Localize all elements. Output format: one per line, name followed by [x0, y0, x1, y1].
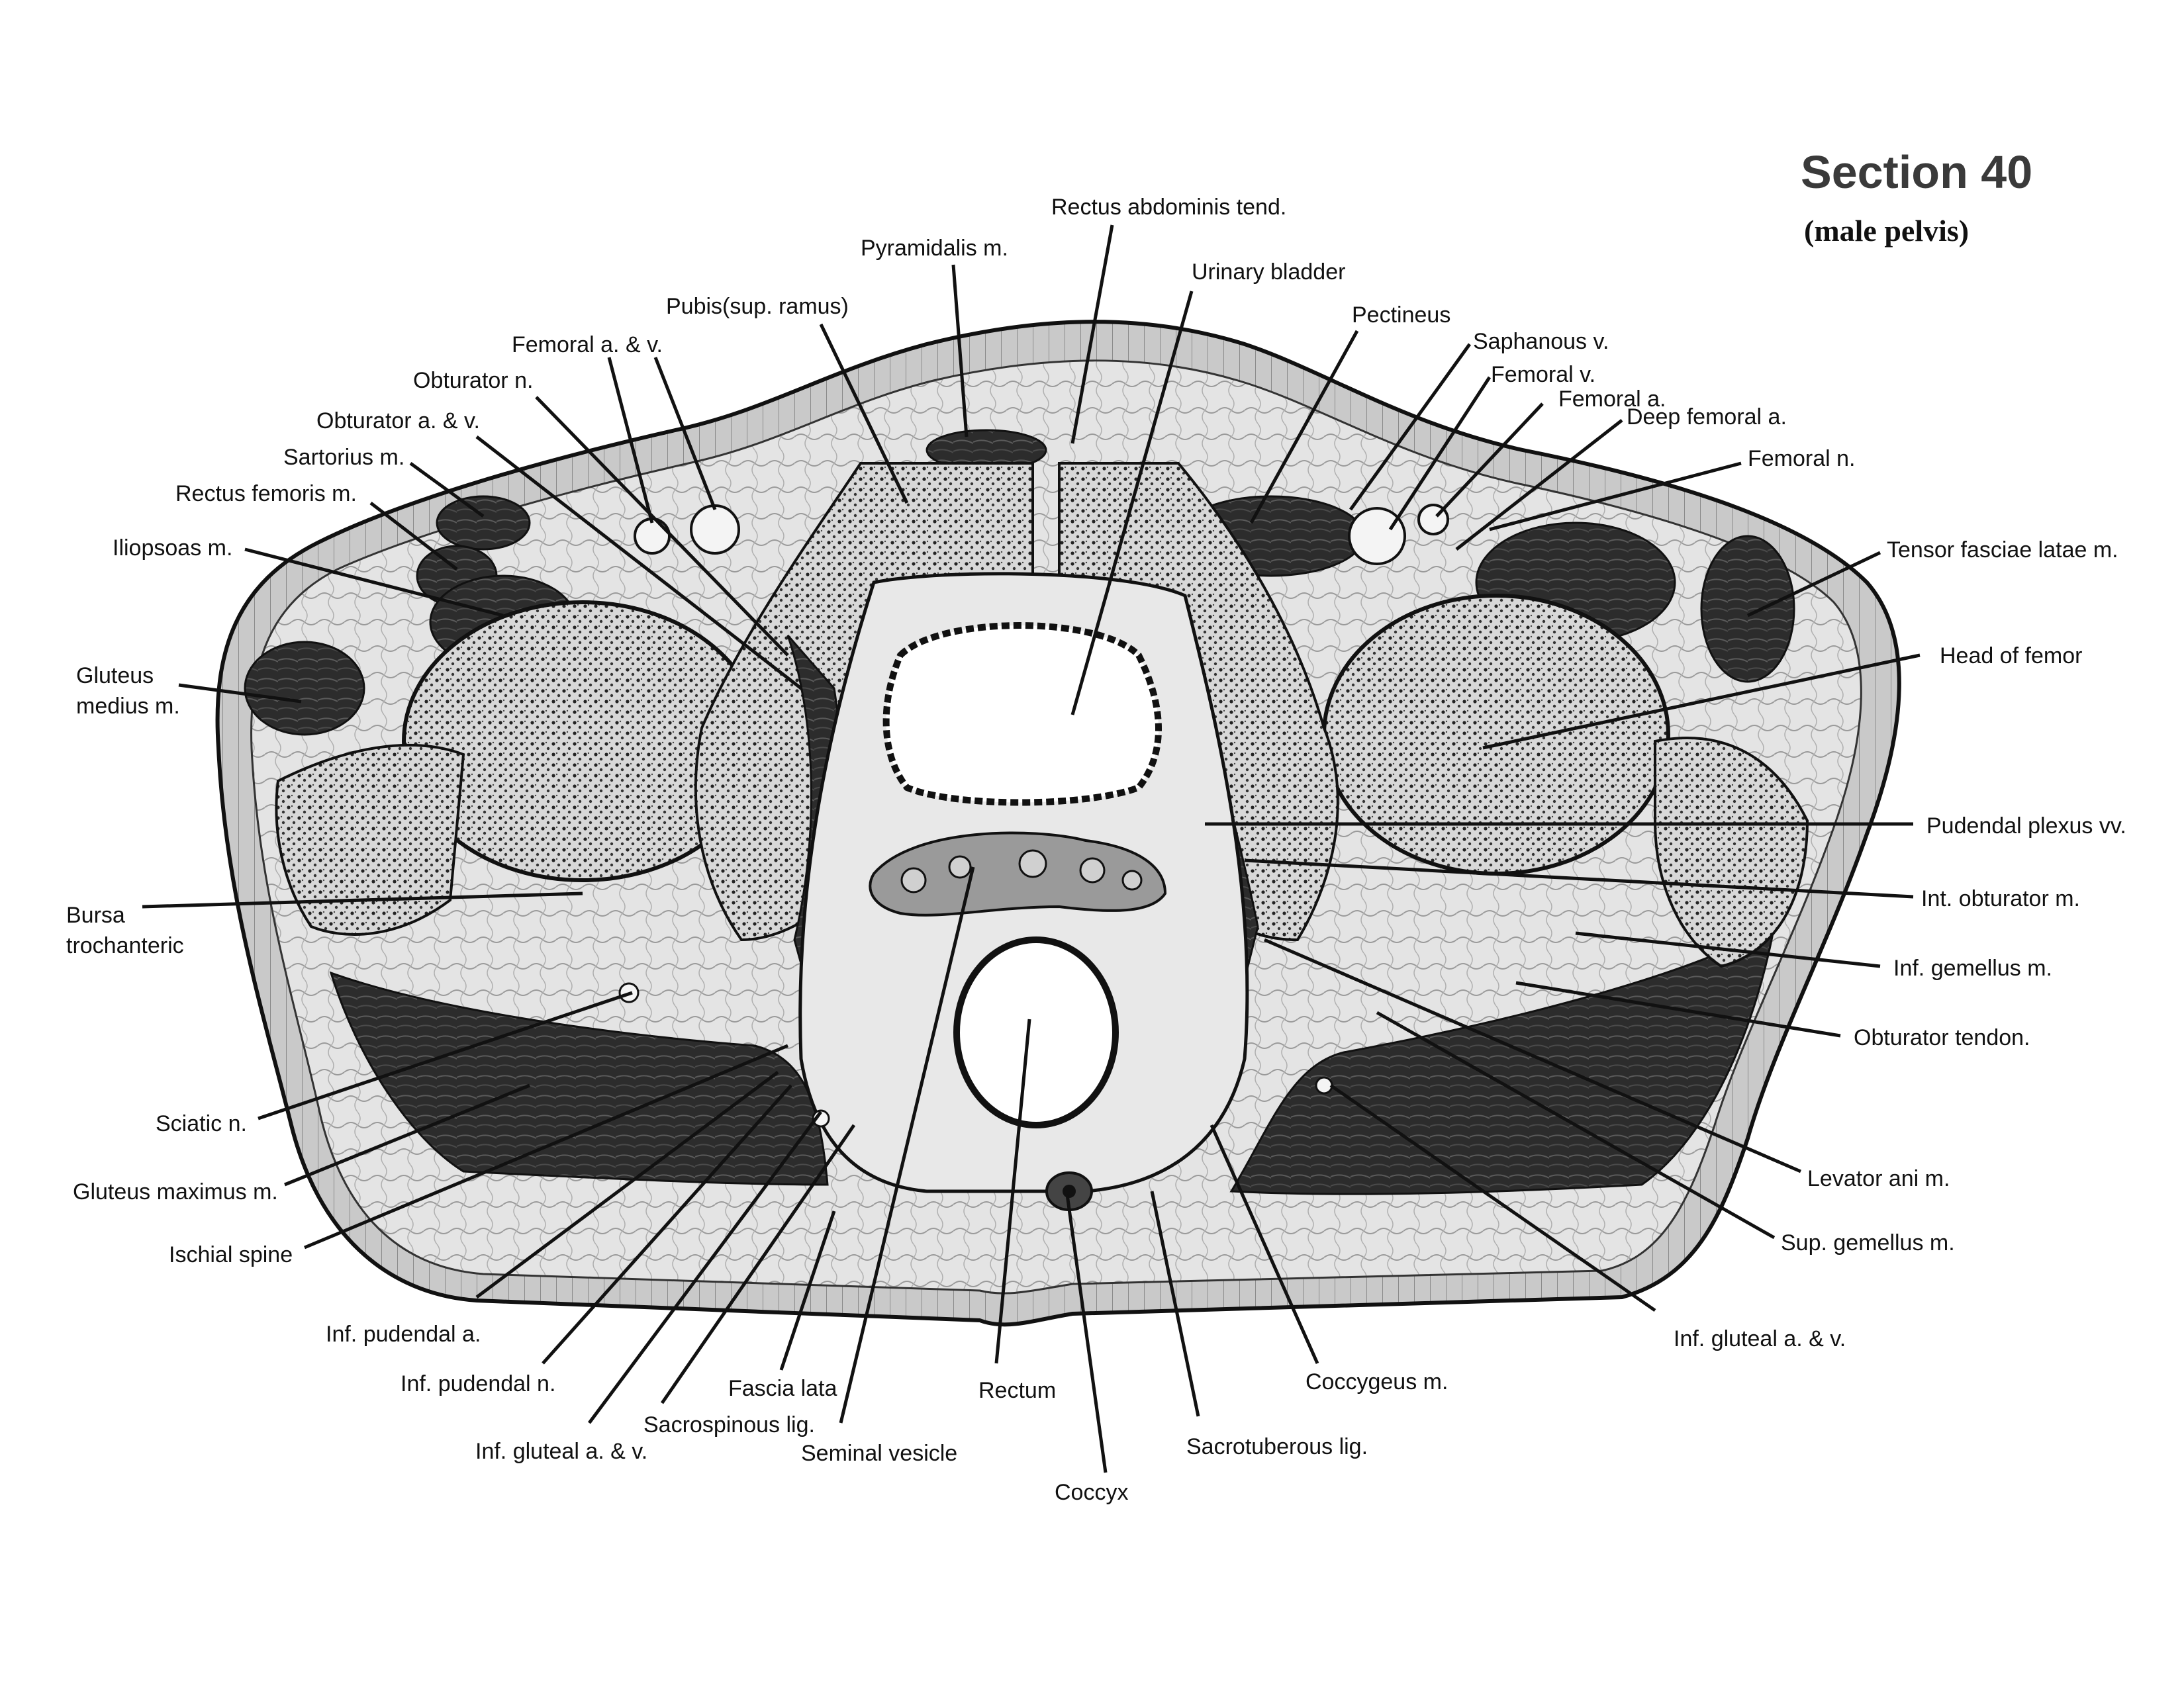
label-deep-femoral-a: Deep femoral a.	[1627, 402, 1787, 432]
label-obturator-a-v: Obturator a. & v.	[316, 406, 480, 436]
label-rectum: Rectum	[978, 1375, 1056, 1406]
label-sacrotuberous-lig: Sacrotuberous lig.	[1186, 1432, 1368, 1462]
femoral-head-right	[1324, 596, 1668, 874]
seminal-vesicle-lobe	[1020, 850, 1046, 877]
page-title: Section 40	[1801, 146, 2032, 199]
label-sup-gemellus: Sup. gemellus m.	[1781, 1228, 1955, 1258]
label-femoral-a-v: Femoral a. & v.	[512, 330, 663, 360]
label-bursa-trochanteric: Bursa trochanteric	[66, 900, 184, 961]
coccyx-center	[1063, 1185, 1076, 1198]
label-inf-gemellus: Inf. gemellus m.	[1893, 953, 2052, 983]
seminal-vesicle-lobe	[1123, 871, 1141, 889]
label-urinary-bladder: Urinary bladder	[1192, 257, 1345, 287]
label-rectus-femoris: Rectus femoris m.	[175, 479, 357, 509]
label-fascia-lata: Fascia lata	[728, 1373, 837, 1404]
label-inf-pudendal-a: Inf. pudendal a.	[326, 1319, 481, 1349]
rectum	[957, 940, 1116, 1125]
sartorius-left	[437, 496, 530, 549]
label-iliopsoas: Iliopsoas m.	[113, 533, 232, 563]
femoral-vein-left	[691, 506, 739, 553]
label-ischial-spine: Ischial spine	[169, 1240, 293, 1270]
gluteus-medius-left	[245, 642, 364, 735]
label-seminal-vesicle: Seminal vesicle	[801, 1438, 957, 1469]
label-coccygeus: Coccygeus m.	[1306, 1367, 1448, 1397]
label-sacrospinous-lig: Sacrospinous lig.	[643, 1410, 815, 1440]
seminal-vesicle-lobe	[1080, 858, 1104, 882]
urinary-bladder	[886, 625, 1159, 803]
label-obturator-n: Obturator n.	[413, 365, 533, 396]
seminal-vesicle-lobe	[949, 856, 971, 878]
label-saphanous-v: Saphanous v.	[1473, 326, 1609, 357]
seminal-vesicle-lobe	[902, 868, 926, 892]
femoral-artery-left	[635, 519, 669, 553]
inf-gluteal-vessel-right	[1316, 1077, 1332, 1093]
label-gluteus-maximus: Gluteus maximus m.	[73, 1177, 278, 1207]
label-levator-ani: Levator ani m.	[1807, 1163, 1950, 1194]
label-inf-gluteal-a-v-left: Inf. gluteal a. & v.	[475, 1436, 647, 1467]
label-inf-gluteal-a-v-right: Inf. gluteal a. & v.	[1674, 1324, 1846, 1354]
label-pyramidalis: Pyramidalis m.	[861, 233, 1008, 263]
label-pubis-sup-ramus: Pubis(sup. ramus)	[666, 291, 849, 322]
femoral-vein-right	[1349, 508, 1405, 564]
label-head-of-femor: Head of femor	[1940, 641, 2082, 671]
label-inf-pudendal-n: Inf. pudendal n.	[401, 1369, 555, 1399]
label-obturator-tendon: Obturator tendon.	[1854, 1023, 2030, 1053]
page-subtitle: (male pelvis)	[1804, 213, 1969, 248]
label-int-obturator: Int. obturator m.	[1921, 884, 2080, 914]
label-sciatic-n: Sciatic n.	[156, 1109, 247, 1139]
label-coccyx: Coccyx	[1055, 1477, 1128, 1508]
label-sartorius: Sartorius m.	[283, 442, 404, 473]
label-tensor-fasciae-latae: Tensor fasciae latae m.	[1887, 535, 2118, 565]
label-pudendal-plexus: Pudendal plexus vv.	[1926, 811, 2126, 841]
label-rectus-abdominis-tend: Rectus abdominis tend.	[1051, 192, 1286, 222]
tensor-fasciae-right	[1701, 536, 1794, 682]
femoral-neck-left	[276, 745, 463, 935]
label-pectineus: Pectineus	[1352, 300, 1450, 330]
label-femoral-n: Femoral n.	[1748, 443, 1856, 474]
label-gluteus-medius: Gluteus medius m.	[76, 661, 180, 721]
